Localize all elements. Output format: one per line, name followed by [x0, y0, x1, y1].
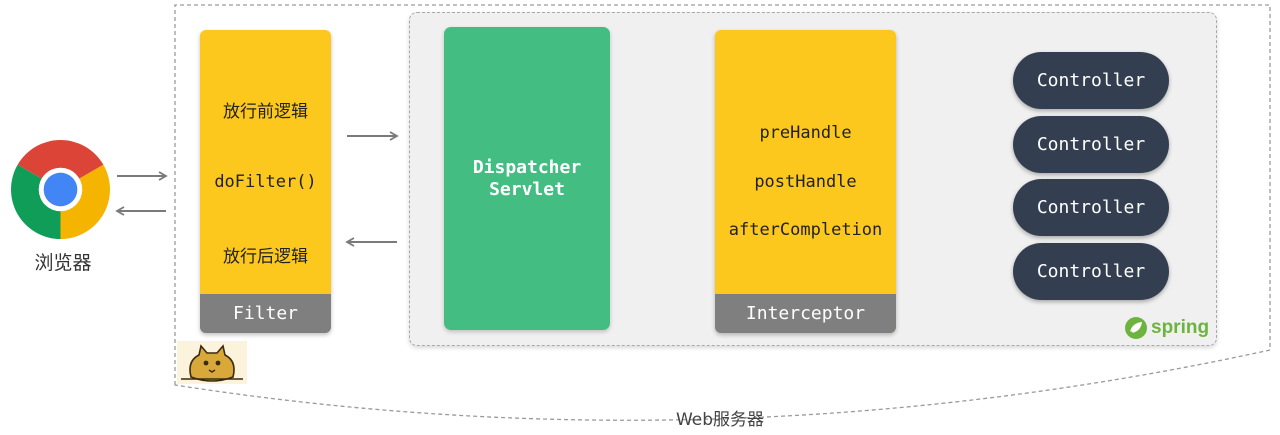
web-server-outline — [174, 4, 1271, 421]
controller-3: Controller — [1013, 179, 1169, 236]
spring-leaf-icon — [1125, 317, 1147, 339]
dispatcher-line1: Dispatcher — [472, 156, 582, 178]
spring-logo: spring — [1124, 314, 1209, 342]
controller-4: Controller — [1013, 243, 1169, 300]
filter-after-logic: 放行后逻辑 — [223, 247, 308, 267]
spring-logo-text: spring — [1151, 317, 1210, 338]
dispatcher-line2: Servlet — [489, 178, 565, 200]
controller-1: Controller — [1013, 52, 1169, 109]
chrome-browser-icon — [11, 140, 110, 239]
filter-before-logic: 放行前逻辑 — [223, 102, 308, 122]
filter-dofilter-method: doFilter() — [214, 172, 317, 192]
filter-box: 放行前逻辑 doFilter() 放行后逻辑 Filter — [200, 30, 331, 333]
interceptor-aftercompletion: afterCompletion — [728, 220, 883, 240]
browser-label: 浏览器 — [34, 252, 92, 274]
interceptor-box: preHandle postHandle afterCompletion Int… — [715, 30, 896, 333]
interceptor-posthandle: postHandle — [754, 172, 857, 192]
controller-2: Controller — [1013, 116, 1169, 173]
dispatcher-servlet-box: Dispatcher Servlet — [444, 27, 610, 330]
interceptor-footer-label: Interceptor — [715, 294, 896, 333]
interceptor-prehandle: preHandle — [759, 123, 852, 143]
tomcat-logo-icon — [177, 341, 247, 384]
web-server-label: Web服务器 — [675, 410, 765, 430]
filter-footer-label: Filter — [200, 294, 331, 333]
